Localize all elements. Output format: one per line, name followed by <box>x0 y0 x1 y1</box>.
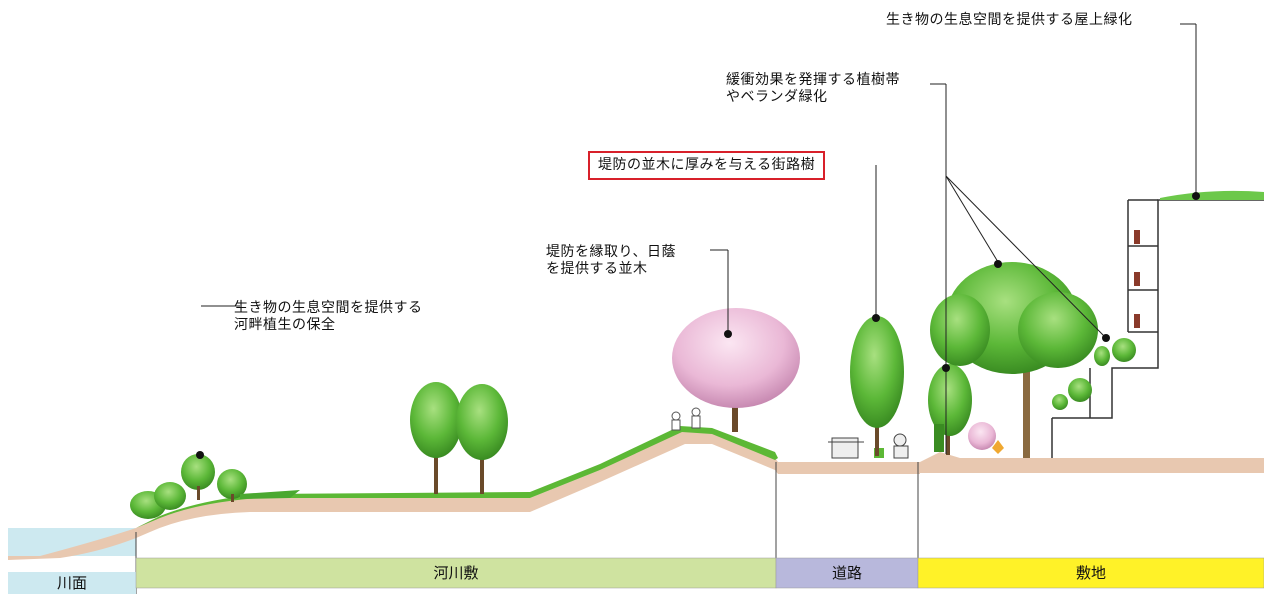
cherry-tree <box>672 308 800 432</box>
riverbed-band <box>135 557 777 589</box>
label-buffer-planting: 緩衝効果を発揮する植樹帯 やベランダ緑化 <box>726 72 900 105</box>
river-surface-band <box>8 572 136 594</box>
label-riparian-vegetation: 生き物の生息空間を提供する 河畔植生の保全 <box>234 300 423 333</box>
riverbed-trees <box>410 382 508 494</box>
label-street-trees-highlighted: 堤防の並木に厚みを与える街路樹 <box>588 151 826 180</box>
zone-site: 敷地 <box>1075 564 1106 582</box>
zone-riverbed: 河川敷 <box>433 564 479 582</box>
embankment-earth <box>8 432 1264 560</box>
label-embankment-row-trees: 堤防を縁取り、日蔭 を提供する並木 <box>546 244 676 277</box>
people-figures <box>671 407 701 431</box>
terrace-greenery <box>1052 190 1264 410</box>
site-band <box>917 557 1264 589</box>
leader-dots <box>196 192 1200 459</box>
leader-lines <box>201 23 1197 454</box>
road-objects <box>828 433 909 459</box>
zone-road: 道路 <box>831 564 862 582</box>
zone-river-surface: 川面 <box>56 574 87 592</box>
label-rooftop-greening: 生き物の生息空間を提供する屋上緑化 <box>886 12 1133 28</box>
riparian-shrubs <box>130 454 300 519</box>
road-band <box>775 557 919 589</box>
street-tree <box>850 316 904 456</box>
site-planting <box>928 262 1098 458</box>
